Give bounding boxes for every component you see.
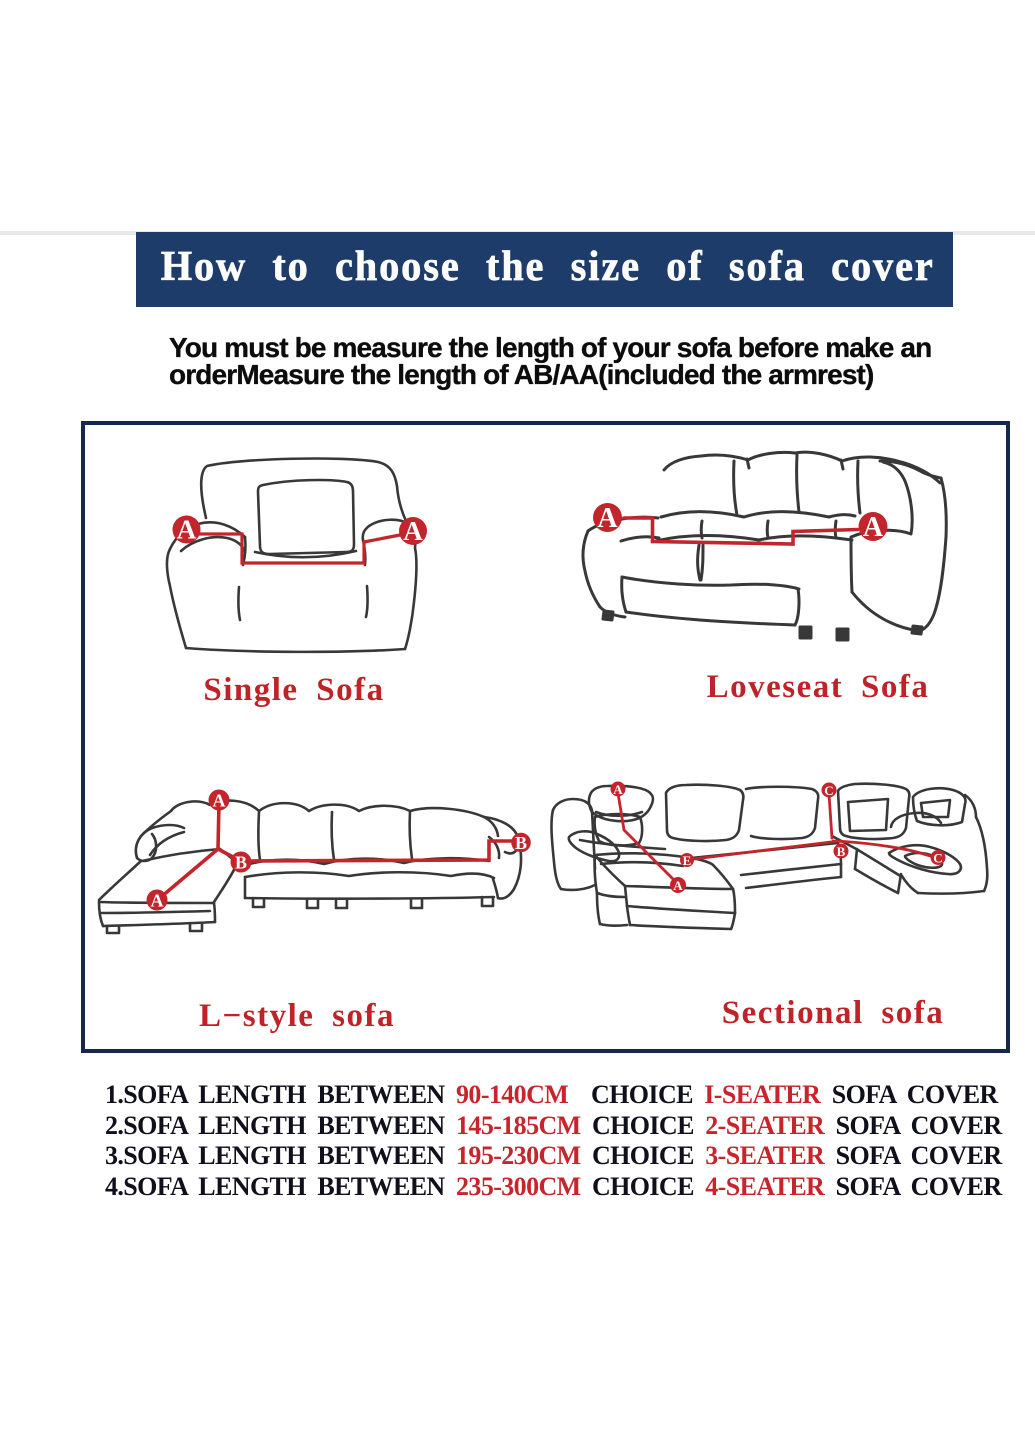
svg-text:A: A bbox=[613, 782, 623, 797]
svg-text:B: B bbox=[235, 853, 247, 873]
svg-text:B: B bbox=[837, 844, 846, 859]
svg-text:A: A bbox=[151, 891, 164, 911]
svg-text:C: C bbox=[824, 783, 833, 798]
svg-text:E: E bbox=[683, 853, 692, 868]
svg-text:A: A bbox=[403, 516, 423, 546]
svg-text:A: A bbox=[597, 503, 618, 534]
svg-text:A: A bbox=[863, 512, 884, 543]
svg-text:C: C bbox=[933, 851, 942, 866]
svg-text:A: A bbox=[177, 515, 197, 545]
svg-text:A: A bbox=[213, 791, 226, 811]
svg-text:B: B bbox=[515, 833, 527, 853]
svg-text:A: A bbox=[673, 878, 683, 893]
